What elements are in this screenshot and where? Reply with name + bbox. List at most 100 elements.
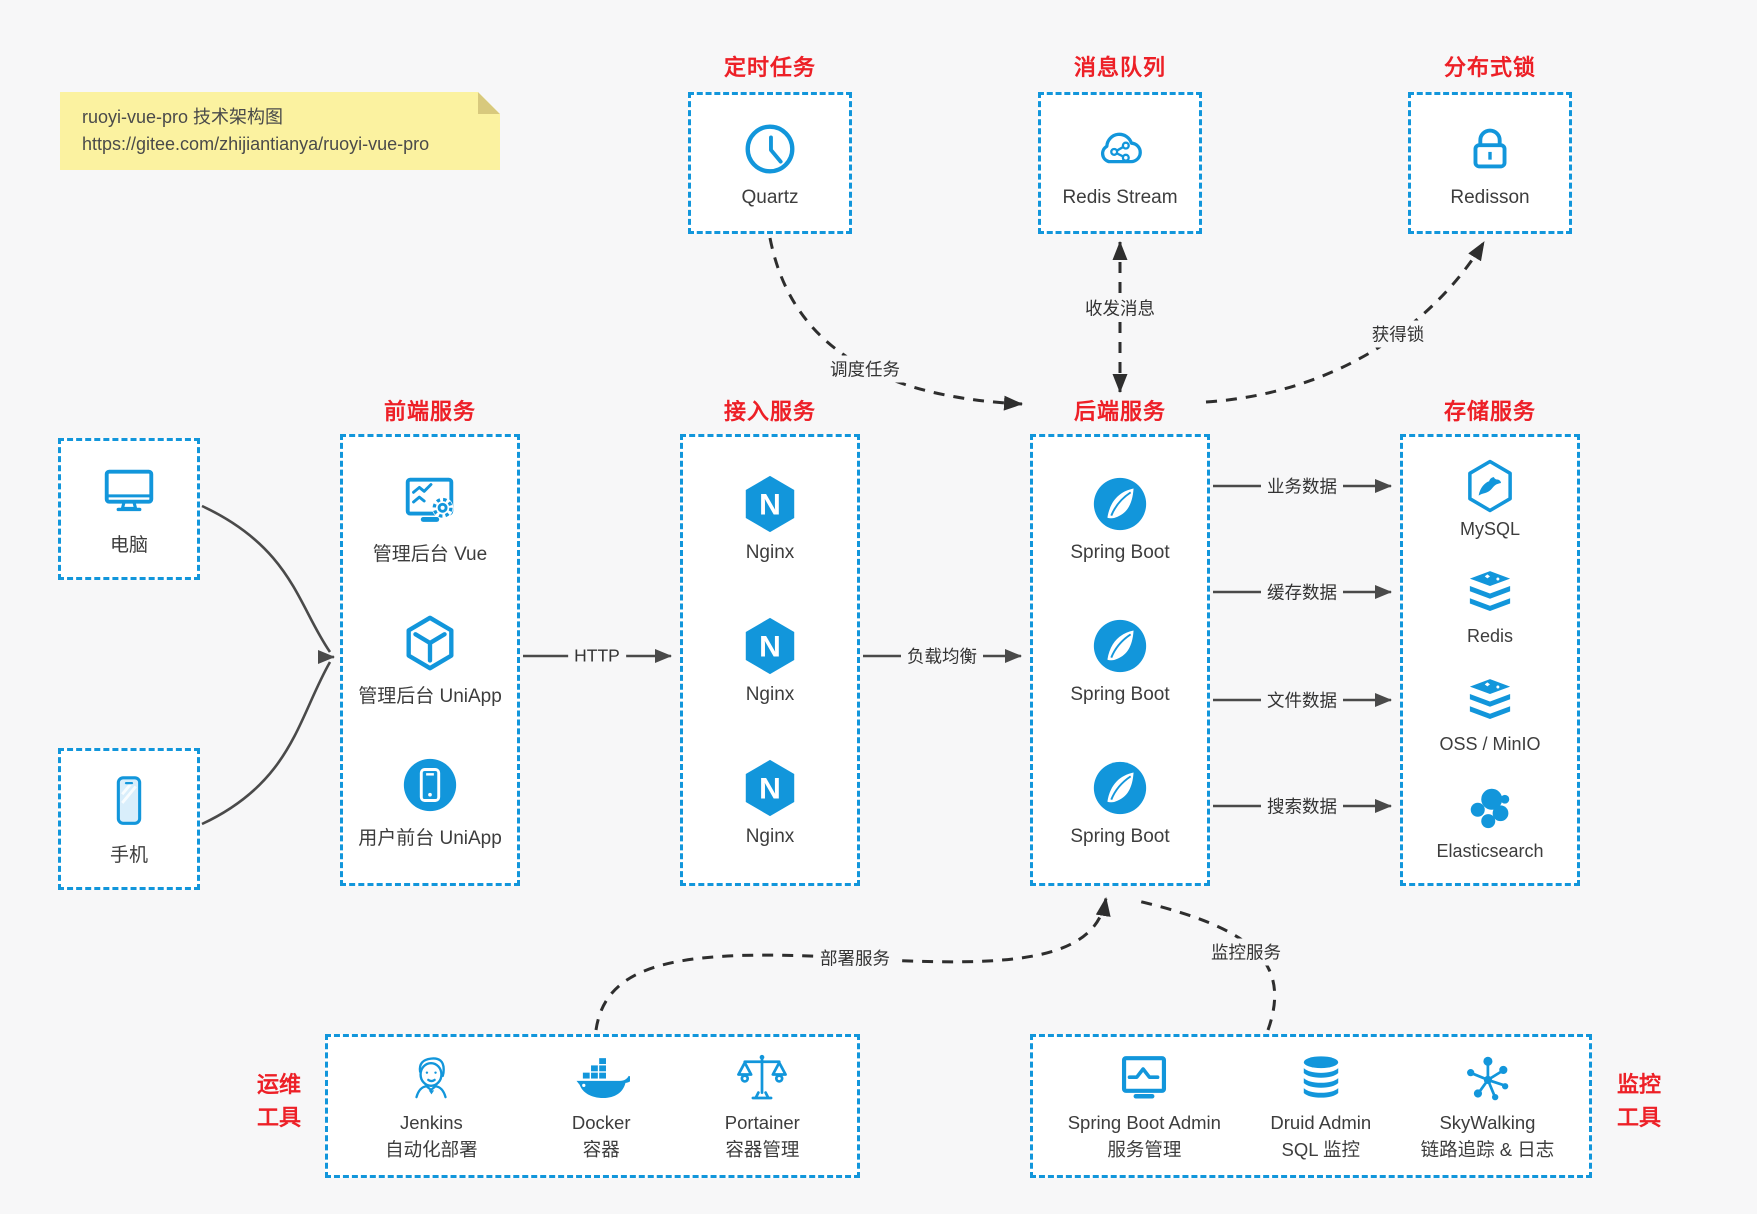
item-label: OSS / MinIO: [1439, 733, 1541, 754]
item-desc: 服务管理: [1107, 1139, 1182, 1160]
cloud-share-icon: [1089, 118, 1151, 180]
item-quartz: Quartz: [739, 118, 801, 209]
item-label: Spring Boot: [1070, 683, 1170, 705]
item-spring-boot-admin: Spring Boot Admin 服务管理: [1068, 1050, 1221, 1162]
mysql-icon: [1462, 458, 1518, 514]
monitoring-side-label-line1: 监控: [1616, 1072, 1661, 1097]
note-title: ruoyi-vue-pro 技术架构图: [82, 107, 284, 127]
item-label: 管理后台 Vue: [372, 544, 488, 565]
nginx-icon: N: [739, 615, 801, 677]
gateway-box: N Nginx N Nginx N Nginx: [680, 434, 860, 886]
edge-label-schedule: 调度任务: [824, 355, 906, 383]
item-skywalking: SkyWalking 链路追踪 & 日志: [1420, 1050, 1555, 1162]
item-springboot-1: Spring Boot: [1070, 473, 1170, 564]
note-url: https://gitee.com/zhijiantianya/ruoyi-vu…: [82, 134, 430, 154]
item-label: Nginx: [745, 683, 795, 705]
docker-icon: [572, 1050, 633, 1108]
item-label: 电脑: [109, 535, 148, 556]
item-nginx-1: N Nginx: [739, 473, 801, 564]
item-label: Spring Boot: [1070, 541, 1170, 563]
item-desc: 自动化部署: [385, 1139, 478, 1160]
item-mysql: MySQL: [1460, 458, 1520, 540]
lock-box: Redisson: [1408, 92, 1572, 234]
group-title-backend: 后端服务: [1073, 399, 1166, 424]
item-user-uniapp: 用户前台 UniApp: [358, 754, 502, 850]
item-nginx-3: N Nginx: [739, 757, 801, 848]
item-label: 手机: [109, 845, 148, 866]
lock-icon: [1459, 118, 1521, 180]
item-label: Elasticsearch: [1436, 841, 1544, 862]
item-springboot-2: Spring Boot: [1070, 615, 1170, 706]
admin-vue-icon: [399, 470, 461, 532]
phone-box: 手机: [58, 748, 200, 890]
svg-text:N: N: [759, 772, 781, 805]
storage-box: MySQL Redis: [1400, 434, 1580, 886]
group-title-lock: 分布式锁: [1443, 55, 1536, 80]
monitor-chart-icon: [1115, 1050, 1173, 1108]
edge-acquire-lock: [1205, 241, 1486, 404]
item-label: Quartz: [741, 186, 799, 208]
group-title-storage: 存储服务: [1443, 399, 1536, 424]
devops-box: Jenkins 自动化部署 Docker 容器: [325, 1034, 860, 1178]
portainer-icon: [733, 1050, 791, 1108]
frontend-box: 管理后台 Vue 管理后台 UniApp: [340, 434, 520, 886]
item-elasticsearch: Elasticsearch: [1436, 780, 1544, 862]
item-name: Jenkins: [400, 1111, 463, 1133]
item-desc: SQL 监控: [1281, 1139, 1361, 1160]
scheduler-box: Quartz: [688, 92, 852, 234]
item-redisson: Redisson: [1450, 118, 1530, 209]
item-label: Redisson: [1450, 186, 1530, 208]
jenkins-icon: [402, 1050, 460, 1108]
item-druid-admin: Druid Admin SQL 监控: [1270, 1050, 1371, 1162]
devops-side-label: 运维 工具: [246, 1068, 312, 1134]
item-label: MySQL: [1459, 518, 1520, 539]
item-computer: 电脑: [98, 461, 160, 557]
user-app-icon: [399, 754, 461, 816]
oss-stack-icon: [1462, 673, 1518, 729]
edge-computer-to-frontend: [201, 504, 332, 653]
item-label: 管理后台 UniApp: [358, 686, 502, 707]
spring-icon: [1089, 615, 1151, 677]
item-redis: Redis: [1462, 565, 1518, 647]
edge-phone-to-frontend: [201, 661, 332, 826]
redis-stack-icon: [1462, 565, 1518, 621]
item-desc: 链路追踪 & 日志: [1420, 1139, 1555, 1160]
item-label: Redis Stream: [1062, 186, 1178, 208]
edge-label-cache-data: 缓存数据: [1261, 578, 1343, 606]
group-title-gateway: 接入服务: [723, 399, 816, 424]
item-admin-vue: 管理后台 Vue: [373, 470, 487, 566]
svg-text:N: N: [759, 488, 781, 521]
edge-label-messages: 收发消息: [1079, 294, 1161, 322]
item-docker: Docker 容器: [571, 1050, 633, 1162]
network-graph-icon: [1458, 1050, 1516, 1108]
item-oss-minio: OSS / MinIO: [1439, 673, 1541, 755]
group-title-frontend: 前端服务: [383, 399, 476, 424]
smartphone-icon: [98, 771, 160, 833]
mq-box: Redis Stream: [1038, 92, 1202, 234]
backend-box: Spring Boot Spring Boot Spring Boot: [1030, 434, 1210, 886]
edge-label-monitor: 监控服务: [1205, 938, 1287, 966]
group-title-mq: 消息队列: [1073, 55, 1166, 80]
item-name: Portainer: [724, 1111, 800, 1133]
devops-side-label-line1: 运维: [256, 1072, 301, 1097]
group-title-scheduler: 定时任务: [723, 55, 816, 80]
item-springboot-3: Spring Boot: [1070, 757, 1170, 848]
item-redis-stream: Redis Stream: [1062, 118, 1178, 209]
item-label: 用户前台 UniApp: [358, 828, 502, 849]
edge-label-file-data: 文件数据: [1261, 686, 1343, 714]
devops-side-label-line2: 工具: [256, 1105, 301, 1130]
edge-label-deploy: 部署服务: [814, 944, 896, 972]
item-name: SkyWalking: [1439, 1111, 1536, 1133]
item-desc: 容器管理: [725, 1139, 800, 1160]
item-admin-uniapp: 管理后台 UniApp: [358, 612, 502, 708]
clock-icon: [739, 118, 801, 180]
monitoring-box: Spring Boot Admin 服务管理 Druid Admin SQL 监…: [1030, 1034, 1592, 1178]
nginx-icon: N: [739, 473, 801, 535]
edge-label-business-data: 业务数据: [1261, 472, 1343, 500]
item-jenkins: Jenkins 自动化部署: [385, 1050, 478, 1162]
item-label: Nginx: [745, 825, 795, 847]
item-label: Redis: [1466, 626, 1514, 647]
item-name: Docker: [571, 1111, 631, 1133]
item-portainer: Portainer 容器管理: [725, 1050, 800, 1162]
